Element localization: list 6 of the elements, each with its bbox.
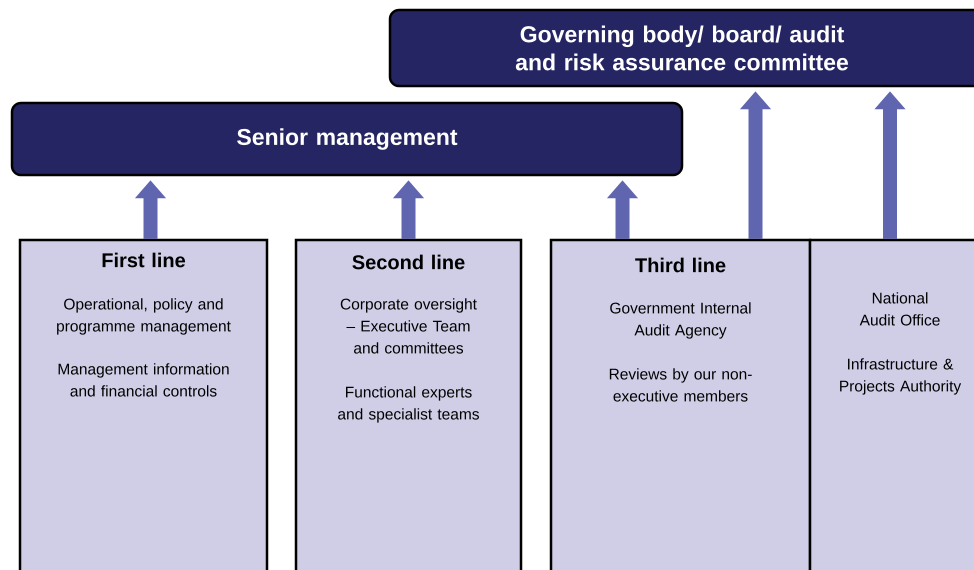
banner-box: Senior management xyxy=(10,102,684,176)
column-box: Second line Corporate oversight – Executive Team and committees Functional experts and specialist teams xyxy=(294,238,522,570)
banner-box: Governing body/ board/ audit and risk assurance committee xyxy=(388,8,974,88)
column-box: National Audit Office Infrastructure & Projects Authority xyxy=(808,238,974,570)
column-box: First line Operational, policy and programme management Management information and financial controls xyxy=(18,238,268,570)
column-box: Third line Government Internal Audit Agency Reviews by our non-executive members xyxy=(550,238,812,570)
